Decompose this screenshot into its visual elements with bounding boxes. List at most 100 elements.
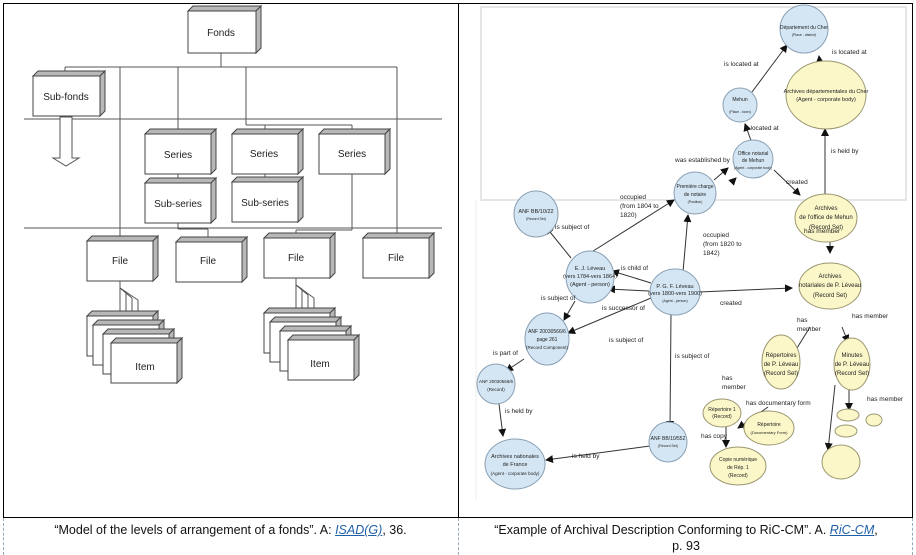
edge-label: 1820) bbox=[620, 212, 637, 219]
node-archives-notariales bbox=[798, 262, 862, 310]
edge-label: is successor of bbox=[602, 305, 645, 312]
node-type: (Record) bbox=[728, 473, 748, 479]
node-repertoire-1 bbox=[702, 398, 742, 428]
column-divider bbox=[458, 3, 459, 518]
right-caption-text: “Example of Archival Description Conform… bbox=[494, 523, 830, 537]
edge-label: created bbox=[786, 179, 808, 186]
fonds-box bbox=[186, 4, 263, 55]
node-label: P. G. F. Léveau bbox=[656, 284, 693, 290]
node-label: Archives bbox=[814, 206, 837, 212]
item-box bbox=[109, 336, 184, 385]
edge-label: occupied bbox=[620, 194, 646, 201]
node-label: Répertoires bbox=[765, 353, 796, 359]
left-caption: “Model of the levels of arrangement of a… bbox=[3, 522, 458, 538]
edge bbox=[713, 167, 729, 181]
left-caption-text: “Model of the levels of arrangement of a… bbox=[54, 523, 336, 537]
edge bbox=[824, 384, 836, 451]
node-type: (Record Set) bbox=[813, 293, 847, 299]
node-archives-departementales bbox=[785, 60, 867, 130]
node-label: notariales de P. Léveau bbox=[799, 283, 861, 289]
series-box bbox=[143, 127, 218, 176]
edge bbox=[607, 285, 650, 294]
edge-label: is subject of bbox=[555, 224, 590, 231]
node-type: (Record) bbox=[487, 387, 505, 392]
ric-cm-link[interactable]: RiC-CM bbox=[829, 523, 875, 537]
file-box bbox=[85, 234, 160, 283]
isadg-link[interactable]: ISAD(G) bbox=[335, 523, 383, 537]
edge-label: has member bbox=[852, 313, 889, 320]
left-caption-suffix: , 36. bbox=[382, 523, 407, 537]
node-premiere-charge bbox=[673, 171, 717, 215]
node-minute-member bbox=[865, 413, 883, 427]
ric-cm-diagram: Département du Cher (Place - district) M… bbox=[475, 4, 907, 500]
node-type: (Position) bbox=[688, 200, 703, 204]
node-label: de l'office de Mehun bbox=[799, 215, 852, 221]
edge-label: is part of bbox=[493, 350, 518, 357]
edge-label: is held by bbox=[572, 453, 600, 460]
edge-label: created bbox=[720, 300, 742, 307]
edge-label: occupied bbox=[703, 232, 729, 239]
node-type: (Record) bbox=[712, 414, 732, 420]
item-label: Item bbox=[135, 362, 154, 373]
node-minutes bbox=[833, 337, 871, 391]
node-label: ANF 20030566/6 bbox=[528, 329, 566, 335]
fonds-label: Fonds bbox=[207, 28, 235, 39]
down-arrow-icon bbox=[51, 116, 81, 167]
node-repertoires bbox=[761, 334, 801, 390]
edge-label: has bbox=[722, 375, 733, 382]
edge-label: is child of bbox=[621, 265, 648, 272]
node-type: (Agent - corporate body) bbox=[491, 471, 540, 476]
caption-divider bbox=[458, 518, 459, 555]
node-label: page 261 bbox=[537, 337, 558, 343]
caption-row bbox=[3, 518, 913, 555]
node-anf-bb-10-552 bbox=[648, 421, 688, 463]
edge bbox=[611, 269, 652, 284]
node-office-notarial bbox=[732, 139, 774, 179]
node-type: (Agent - person) bbox=[662, 299, 687, 303]
right-caption: “Example of Archival Description Conform… bbox=[459, 522, 913, 554]
series-label: Series bbox=[250, 149, 278, 160]
edge-label: member bbox=[797, 326, 822, 333]
node-label: de France bbox=[503, 462, 528, 468]
series-box bbox=[230, 127, 305, 176]
sub-fonds-box bbox=[31, 69, 107, 118]
node-repertoire-form bbox=[743, 410, 795, 446]
file-box bbox=[361, 231, 436, 280]
edge-label: (from 1804 to bbox=[620, 203, 659, 210]
edge-label: has bbox=[797, 317, 808, 324]
fonds-levels-diagram: Fonds Sub-fonds Series Series Series Sub… bbox=[24, 4, 442, 385]
sub-series-box bbox=[143, 176, 218, 225]
edge-label: has member bbox=[804, 228, 841, 235]
node-label: de Mehun bbox=[742, 158, 764, 164]
sub-series-label: Sub-series bbox=[241, 198, 289, 209]
node-label: E. J. Léveau bbox=[575, 266, 606, 272]
sub-series-box bbox=[230, 175, 305, 224]
edge-label: is located at bbox=[724, 61, 759, 68]
right-caption-suffix: , bbox=[874, 523, 878, 537]
series-label: Series bbox=[338, 149, 366, 160]
edge-label: is held by bbox=[505, 408, 533, 415]
sub-series-label: Sub-series bbox=[154, 199, 202, 210]
node-label: Département du Cher bbox=[780, 25, 828, 31]
node-type: (Record Component) bbox=[526, 345, 569, 350]
edge-label: 1842) bbox=[703, 250, 720, 257]
node-copie-numerique bbox=[709, 446, 767, 486]
node-anf-bb-10-22 bbox=[513, 190, 559, 238]
node-archives-office-mehun bbox=[794, 193, 858, 243]
file-label: File bbox=[388, 253, 405, 264]
edge-label: (from 1820 to bbox=[703, 241, 742, 248]
node-type: (Agent - corporate body) bbox=[796, 97, 856, 103]
node-label: Première charge bbox=[677, 184, 714, 190]
node-label: Copie numérique bbox=[719, 457, 757, 463]
node-type: (Record Set) bbox=[809, 225, 843, 231]
node-label: ANF BB/10/552 bbox=[651, 436, 686, 442]
edge bbox=[698, 284, 793, 293]
edge bbox=[589, 199, 675, 254]
edge bbox=[666, 313, 675, 429]
edge-label: member bbox=[722, 384, 747, 391]
node-type: (Agent - person) bbox=[570, 282, 610, 288]
edge-label: has member bbox=[867, 396, 904, 403]
node-type: (Record Set) bbox=[835, 371, 869, 377]
right-caption-page: p. 93 bbox=[672, 539, 700, 553]
file-box bbox=[174, 235, 249, 284]
